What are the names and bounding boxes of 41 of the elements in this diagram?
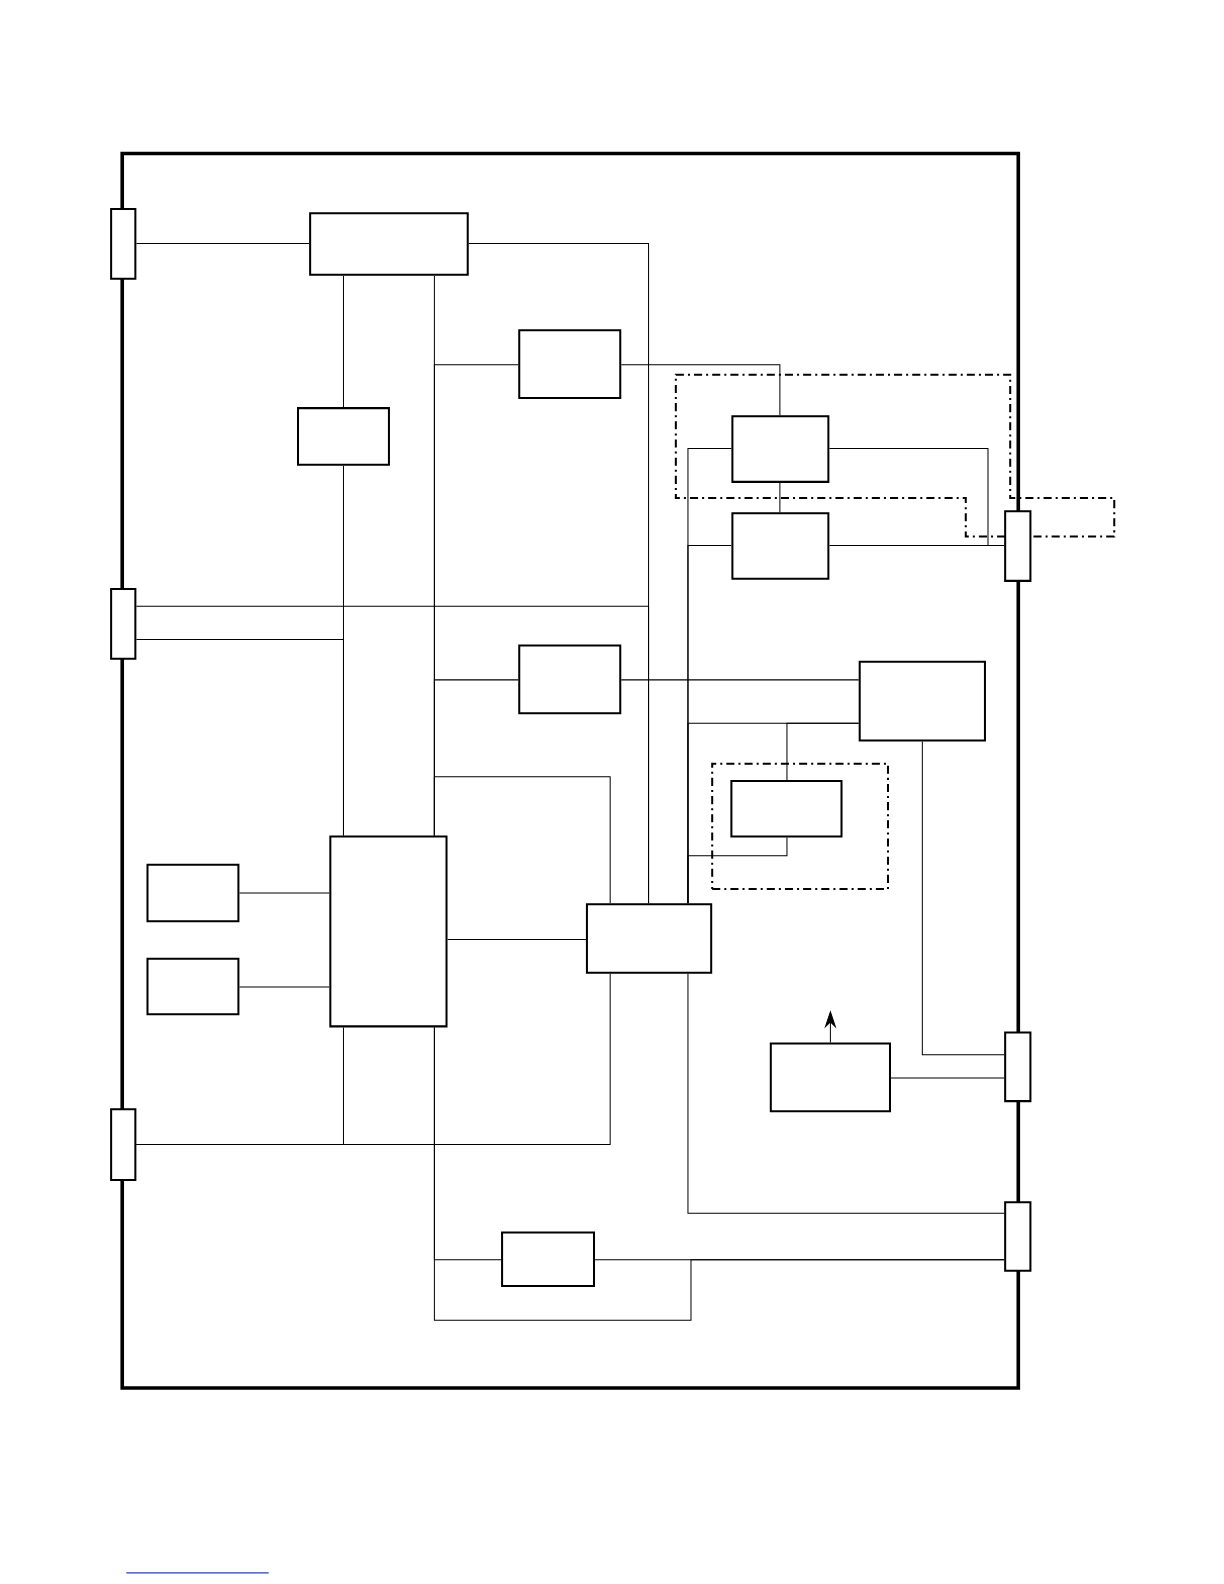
block-box [731,512,830,580]
connector-line [135,242,310,244]
block-box [518,329,622,400]
block-box [500,1231,595,1287]
connector-line [135,605,649,904]
connector-line [921,741,1005,1056]
block-box [146,863,240,923]
connector-line [135,973,611,1146]
dashed-outline [674,373,1116,538]
connector-line [433,776,611,904]
connector-tab [109,1108,137,1181]
connector-tab [1003,510,1032,582]
connector-line [342,465,344,836]
dashed-outline [711,762,889,890]
connector-tab [1003,1201,1032,1272]
block-box [329,835,448,1028]
connector-line [620,679,859,681]
block-box [769,1042,891,1113]
connector-tab [109,587,137,660]
block-box [585,903,712,974]
connector-line [342,275,344,408]
connector-line [786,722,859,781]
block-box [731,415,830,483]
block-box [858,660,986,742]
connector-line [890,1077,1005,1079]
connector-line [238,986,330,988]
connector-line [446,939,587,940]
connector-tab [109,208,137,280]
block-box [308,212,469,276]
block-box [146,957,240,1016]
connector-line [238,892,330,894]
connector-line [433,1026,1005,1321]
connector-line [620,364,781,416]
block-box [518,644,622,715]
block-box [730,779,843,838]
connector-line [828,545,1005,546]
block-box [296,407,390,466]
connector-line [687,973,1005,1214]
connector-line [687,836,788,904]
connector-tab [1003,1031,1032,1103]
connector-line [779,482,781,513]
